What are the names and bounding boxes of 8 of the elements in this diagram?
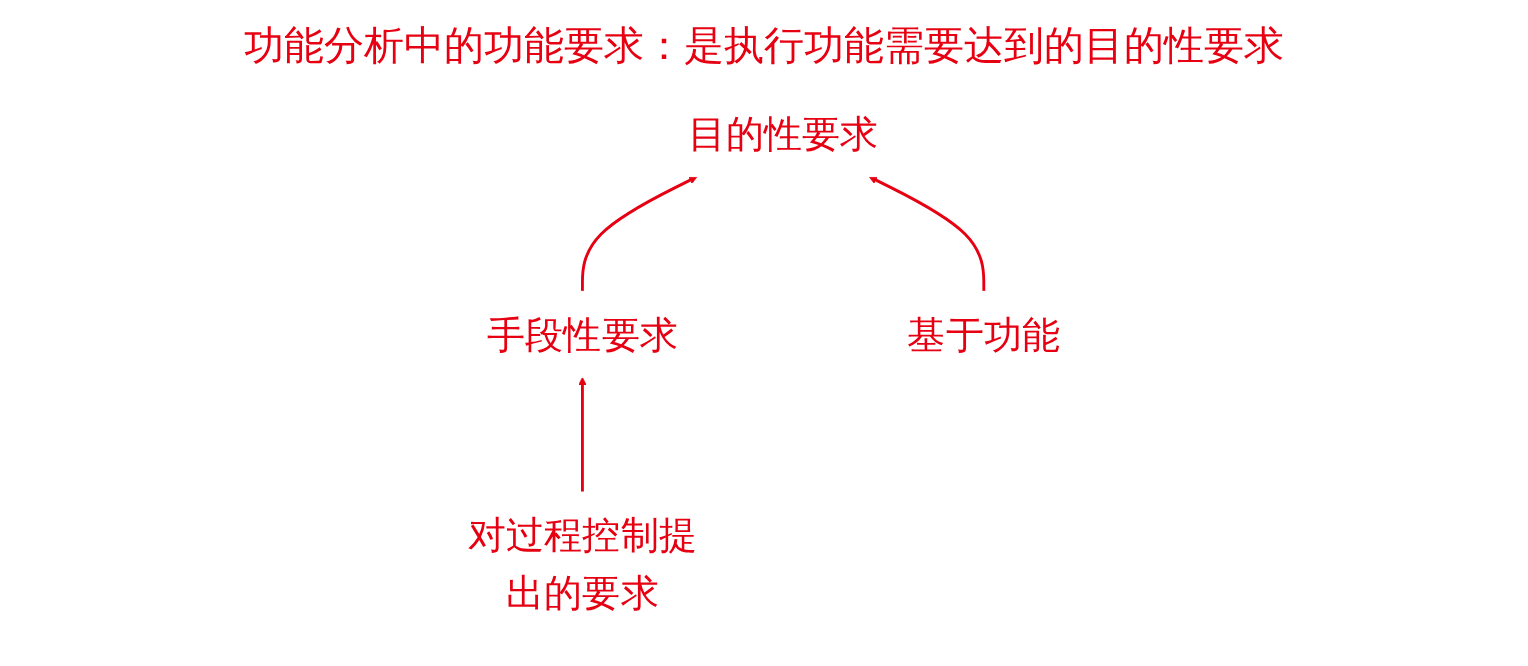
- node-text: 对过程控制提出的要求: [467, 513, 698, 615]
- title: 功能分析中的功能要求：是执行功能需要达到的目的性要求: [243, 21, 1285, 70]
- node-text: 基于功能: [907, 312, 1061, 357]
- arrow: [581, 176, 698, 292]
- arrow: [578, 376, 587, 492]
- node-text: 手段性要求: [486, 312, 678, 357]
- node-text: 目的性要求: [687, 111, 879, 156]
- arrow: [868, 176, 986, 292]
